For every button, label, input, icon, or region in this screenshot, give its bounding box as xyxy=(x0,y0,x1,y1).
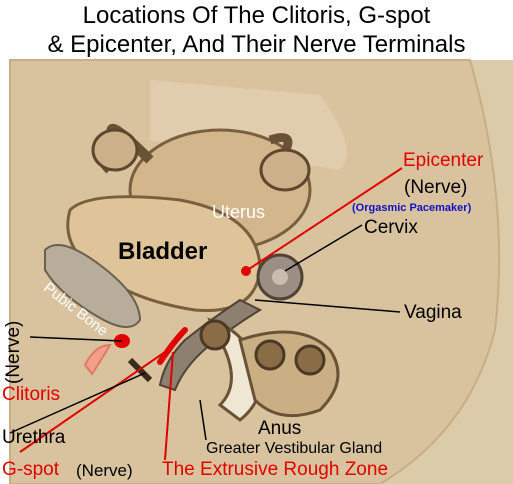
bladder-label: Bladder xyxy=(118,238,208,265)
ovary-right xyxy=(259,148,311,192)
orgasmic-pacemaker-label: (Orgasmic Pacemaker) xyxy=(352,202,472,214)
cervix-leader xyxy=(284,224,363,272)
greater-vestibular-gland-label: Greater Vestibular Gland xyxy=(206,440,383,457)
gland-leader xyxy=(199,399,207,441)
title-line-1: Locations Of The Clitoris, G-spot xyxy=(82,2,431,29)
ovary-left xyxy=(91,128,139,172)
urethra-leader xyxy=(9,372,146,434)
rough-zone-leader xyxy=(164,351,174,461)
uterus-label: Uterus xyxy=(212,202,266,222)
urethra-label: Urethra xyxy=(2,427,66,448)
epicenter-label: Epicenter xyxy=(403,150,484,171)
extrusive-rough-zone-label: The Extrusive Rough Zone xyxy=(162,459,389,480)
pubic-bone-shape xyxy=(44,244,142,328)
gspot-nerve-label: (Nerve) xyxy=(76,461,133,480)
anus-label: Anus xyxy=(258,418,302,439)
gspot-marker xyxy=(157,327,188,365)
clitoris-shape xyxy=(83,343,112,376)
clitoris-nerve-leader xyxy=(29,336,123,342)
vagina-label: Vagina xyxy=(404,302,462,323)
epicenter-leader xyxy=(245,167,403,272)
gspot-label: G-spot xyxy=(2,459,60,480)
clitoris-label: Clitoris xyxy=(2,384,61,405)
cervix-label: Cervix xyxy=(364,217,418,238)
epicenter-nerve-label: (Nerve) xyxy=(404,177,468,198)
gspot-leader xyxy=(19,351,166,453)
clitoris-nerve-label: (Nerve) xyxy=(3,320,24,384)
vagina-leader xyxy=(254,299,401,313)
title-line-2: & Epicenter, And Their Nerve Terminals xyxy=(47,31,466,58)
